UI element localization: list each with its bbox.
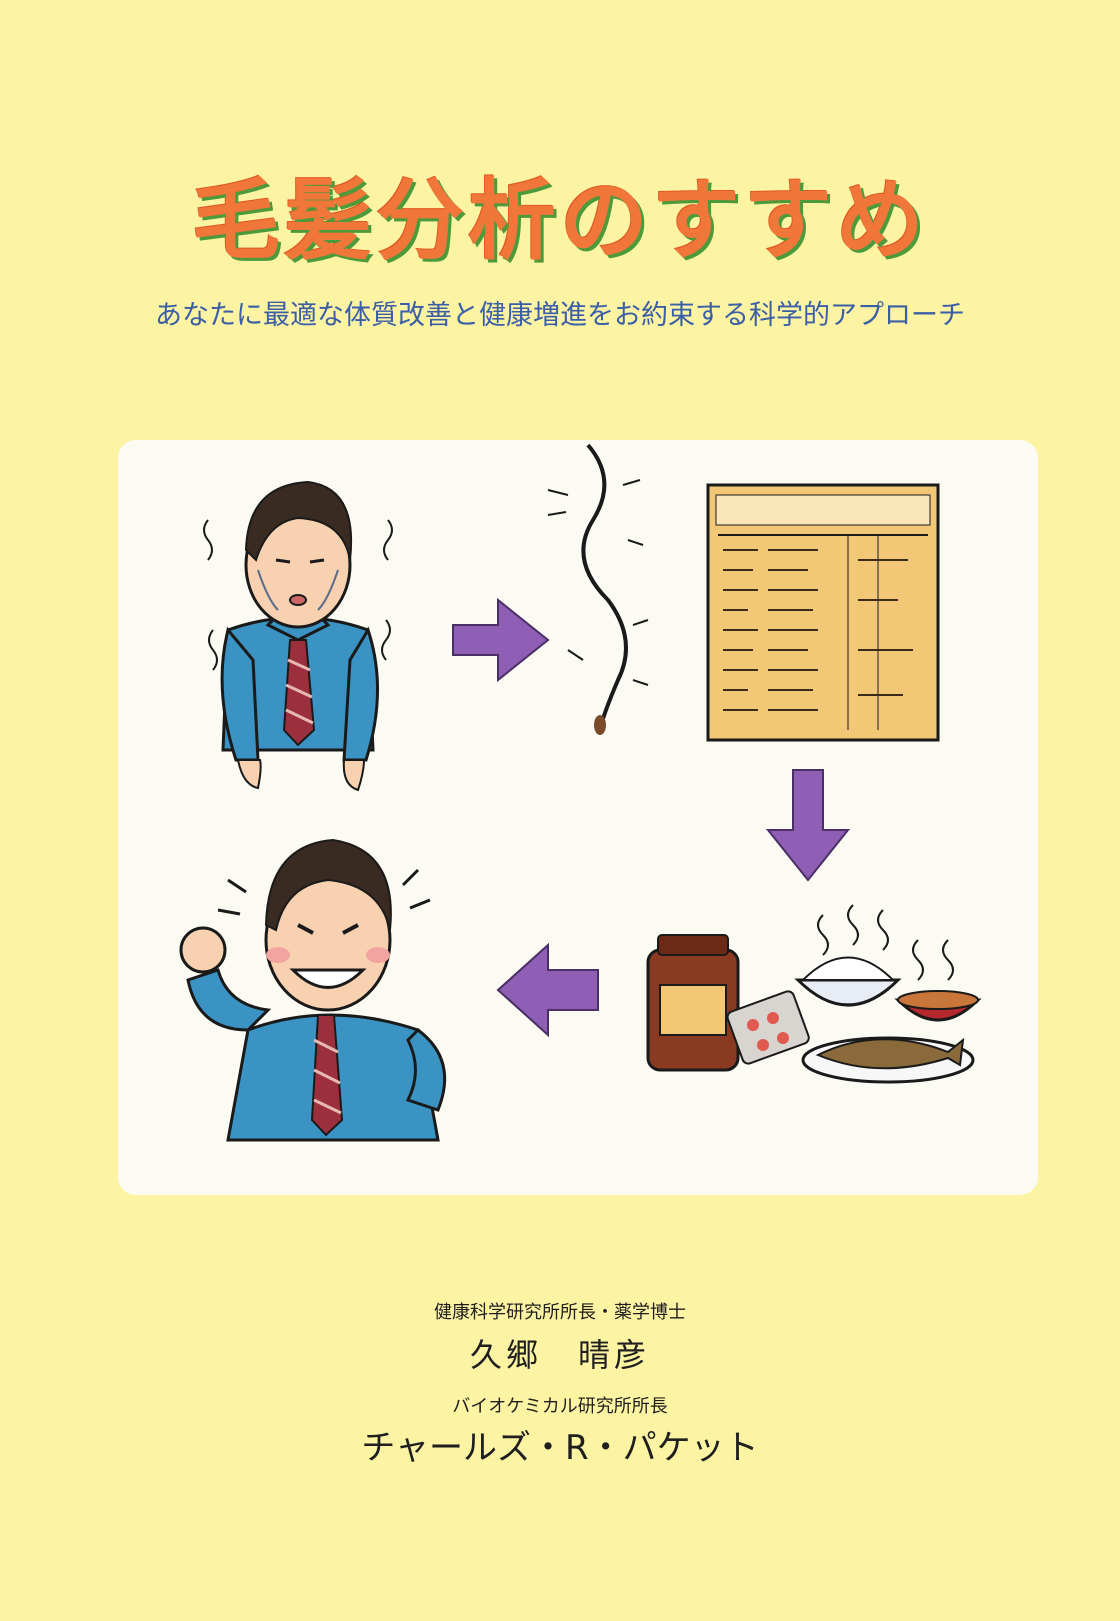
arrow-down-icon xyxy=(765,769,851,882)
arrow-right-icon xyxy=(452,597,550,683)
book-title: 毛髪分析のすすめ xyxy=(191,169,928,272)
hair-strand-illustration xyxy=(547,443,649,735)
process-illustration xyxy=(179,443,982,1142)
book-subtitle: あなたに最適な体質改善と健康増進をお約束する科学的アプローチ xyxy=(155,300,965,331)
illustration-panel xyxy=(118,440,1038,1195)
supplements-and-meal-illustration xyxy=(646,904,982,1084)
arrow-left-icon xyxy=(496,942,599,1038)
author-2-affiliation: バイオケミカル研究所所長 xyxy=(452,1396,668,1417)
analysis-report-icon xyxy=(706,483,940,742)
healthy-man-illustration xyxy=(179,838,447,1142)
tired-man-illustration xyxy=(203,480,393,792)
author-1-name: 久郷 晴彦 xyxy=(469,1336,650,1374)
author-2-name: チャールズ・R・パケット xyxy=(361,1428,759,1468)
author-1-affiliation: 健康科学研究所所長・薬学博士 xyxy=(434,1302,686,1323)
